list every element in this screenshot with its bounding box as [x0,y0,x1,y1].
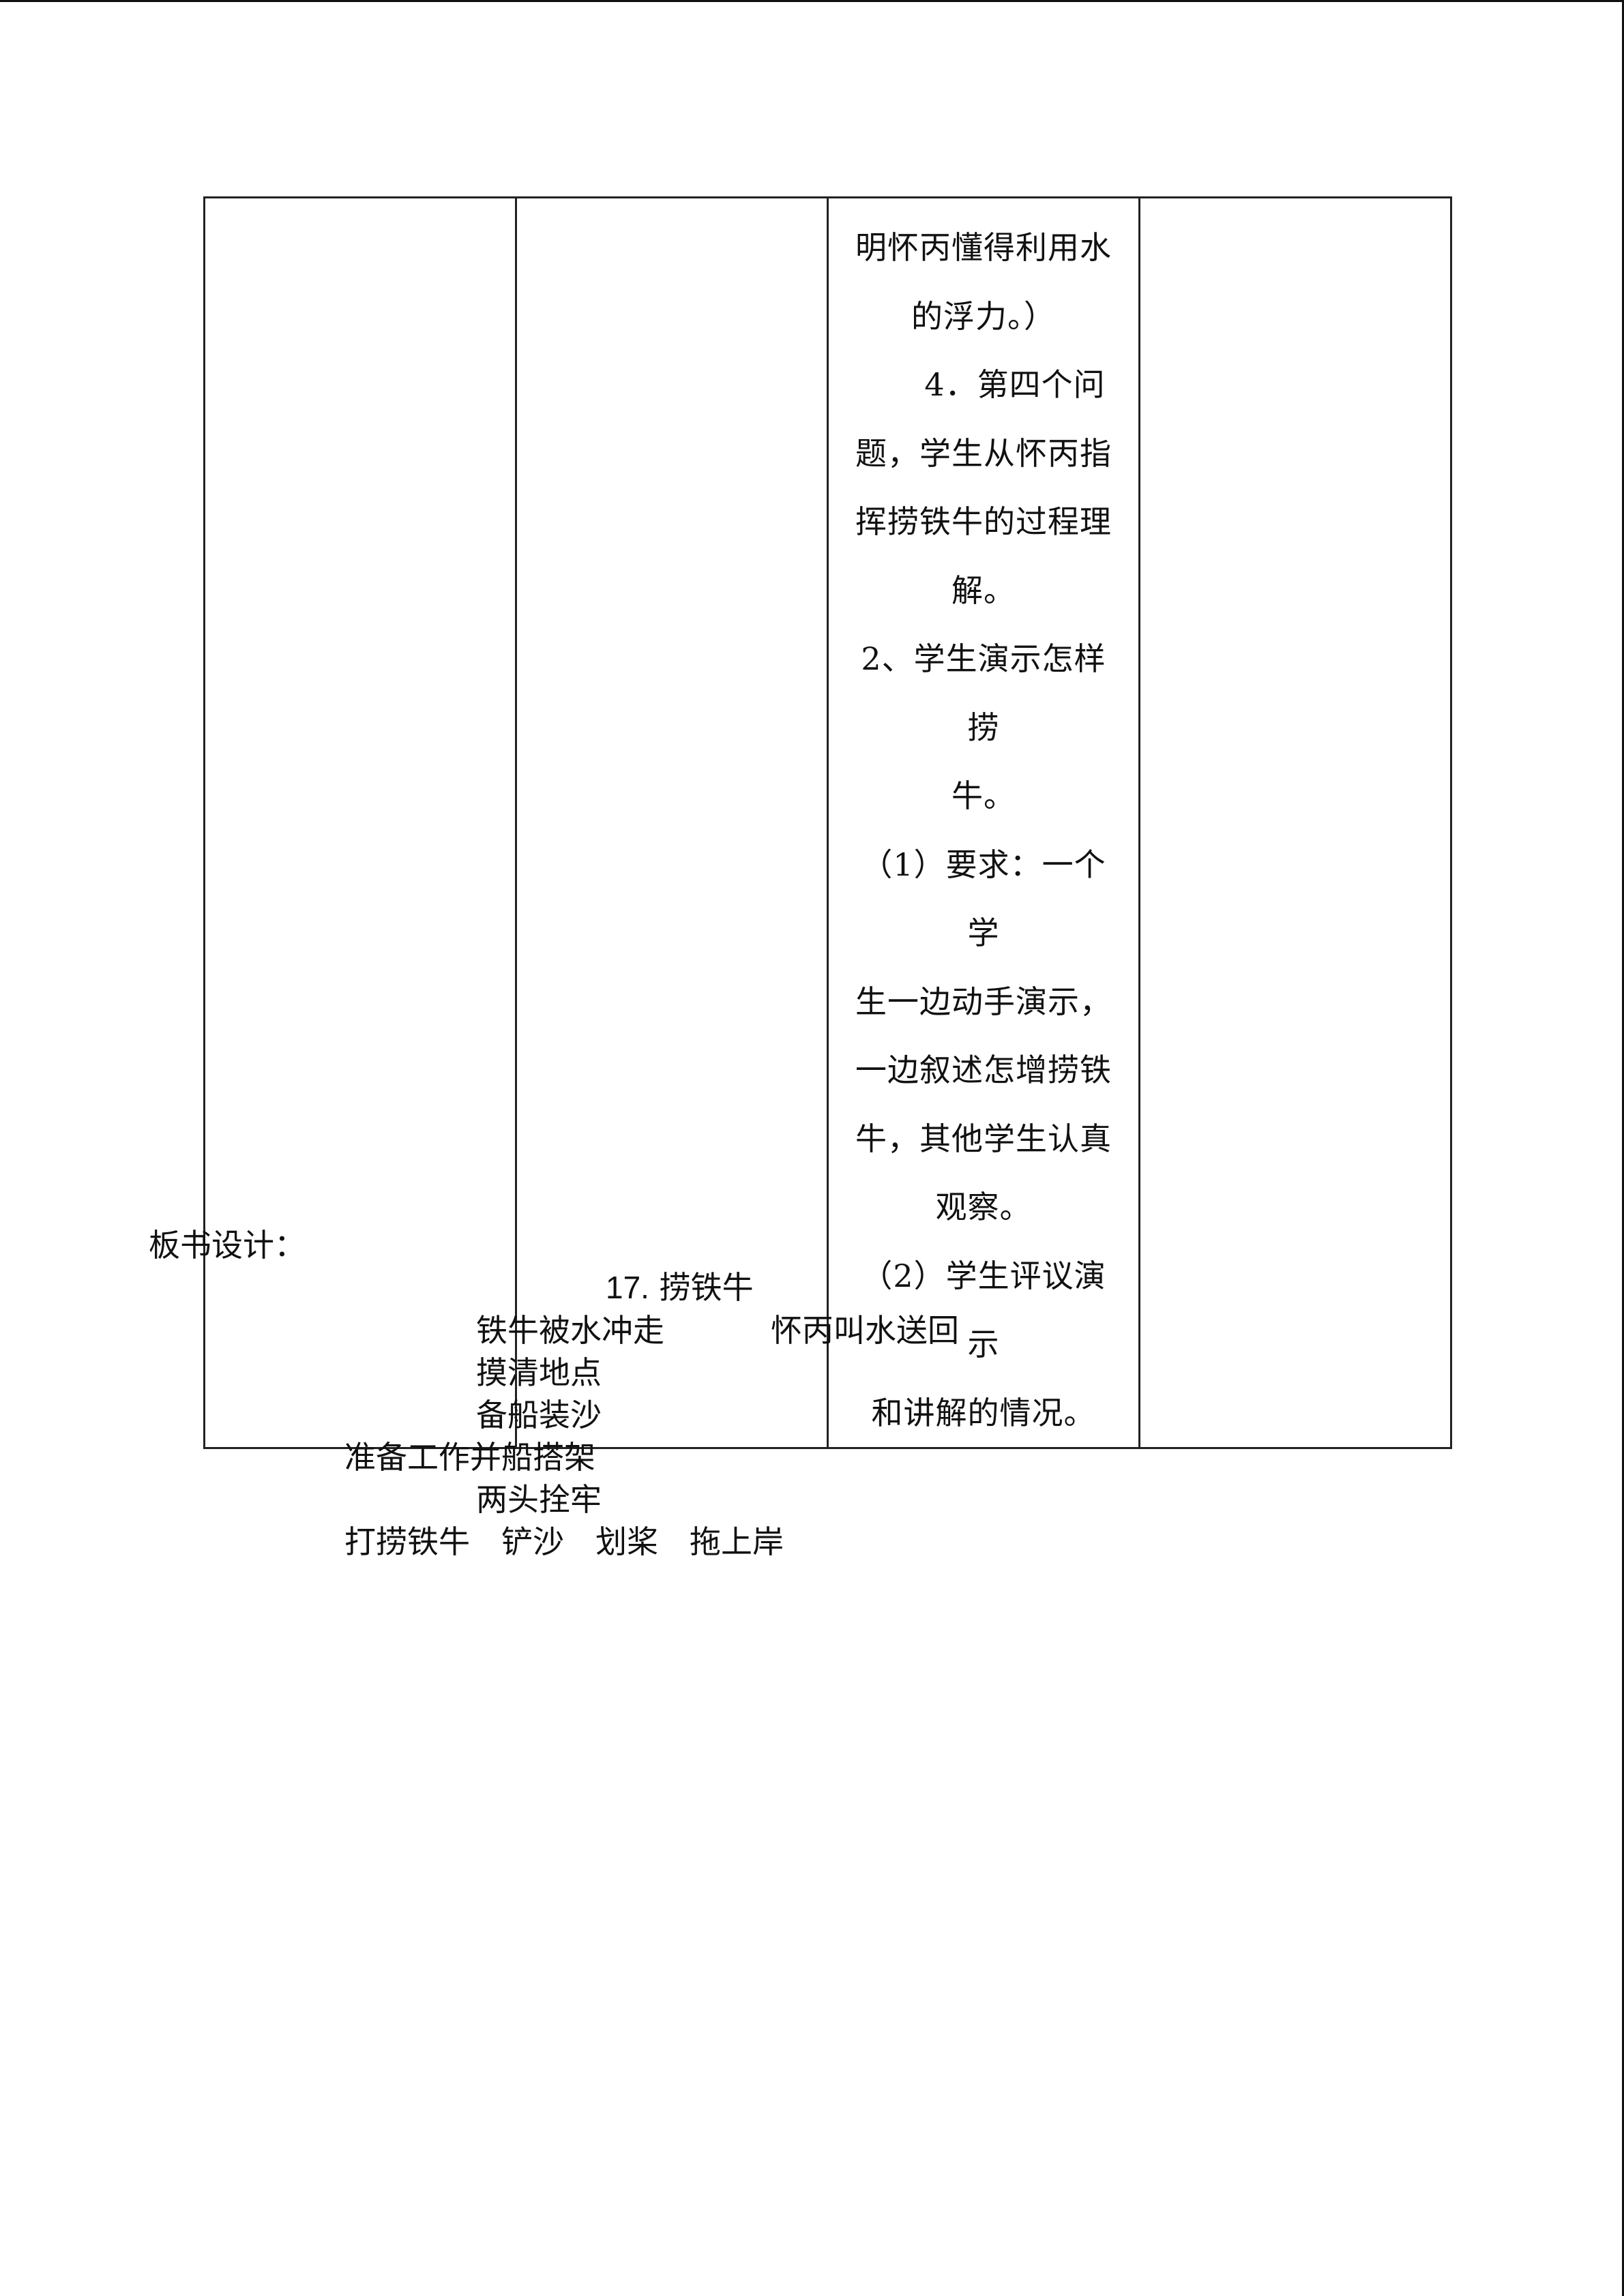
table-row: 明怀丙懂得利用水 的浮力。） 4．第四个问 题，学生从怀丙指 挥捞铁牛的过程理 … [203,196,1452,1449]
board-title-number: 17. [606,1270,649,1305]
board-line-3: 备船装沙 [476,1397,602,1433]
board-line-1-right: 怀丙叫水送回 [771,1312,959,1349]
cell-line: 4．第四个问 [924,366,1106,403]
table-cell-col4 [1138,196,1452,1449]
cell-line: 解。 [951,571,1016,609]
cell-line: （2）学生评议演示 [861,1257,1106,1363]
board-title: 17. 捞铁牛 [606,1266,754,1309]
cell-line: 题，学生从怀丙指 [855,434,1112,472]
board-line-4: 准备工作并船搭架 [344,1439,595,1476]
cell-text-block: 明怀丙懂得利用水 的浮力。） 4．第四个问 题，学生从怀丙指 挥捞铁牛的过程理 … [829,198,1138,1447]
board-line-5: 两头拴牢 [476,1481,602,1518]
board-line-2: 摸清地点 [476,1354,602,1391]
cell-line: 2、学生演示怎样捞 [861,640,1106,746]
page-right-border [1622,0,1624,2296]
cell-line: （1）要求：一个学 [861,846,1106,952]
table-cell-col2 [515,196,829,1449]
board-line-1-left: 铁牛被水冲走 [476,1312,664,1349]
cell-line: 挥捞铁牛的过程理 [855,503,1112,540]
lesson-plan-table: 明怀丙懂得利用水 的浮力。） 4．第四个问 题，学生从怀丙指 挥捞铁牛的过程理 … [203,196,1452,1449]
cell-line: 生一边动手演示， [855,983,1112,1020]
cell-line: 和讲解的情况。 [871,1394,1096,1431]
cell-line: 牛，其他学生认真 [855,1120,1112,1157]
cell-line: 观察。 [935,1189,1032,1225]
board-design-label: 板书设计： [149,1227,306,1264]
table-cell-col1 [203,196,517,1449]
board-title-text: 捞铁牛 [659,1269,754,1306]
table-cell-col3: 明怀丙懂得利用水 的浮力。） 4．第四个问 题，学生从怀丙指 挥捞铁牛的过程理 … [827,196,1140,1449]
cell-line: 牛。 [951,777,1016,814]
cell-line: 的浮力。） [911,297,1056,335]
cell-line: 一边叙述怎增捞铁 [855,1052,1112,1088]
cell-line: 明怀丙懂得利用水 [855,229,1112,266]
page-top-border [0,0,1624,2]
board-line-6: 打捞铁牛 铲沙 划桨 拖上岸 [344,1523,784,1560]
